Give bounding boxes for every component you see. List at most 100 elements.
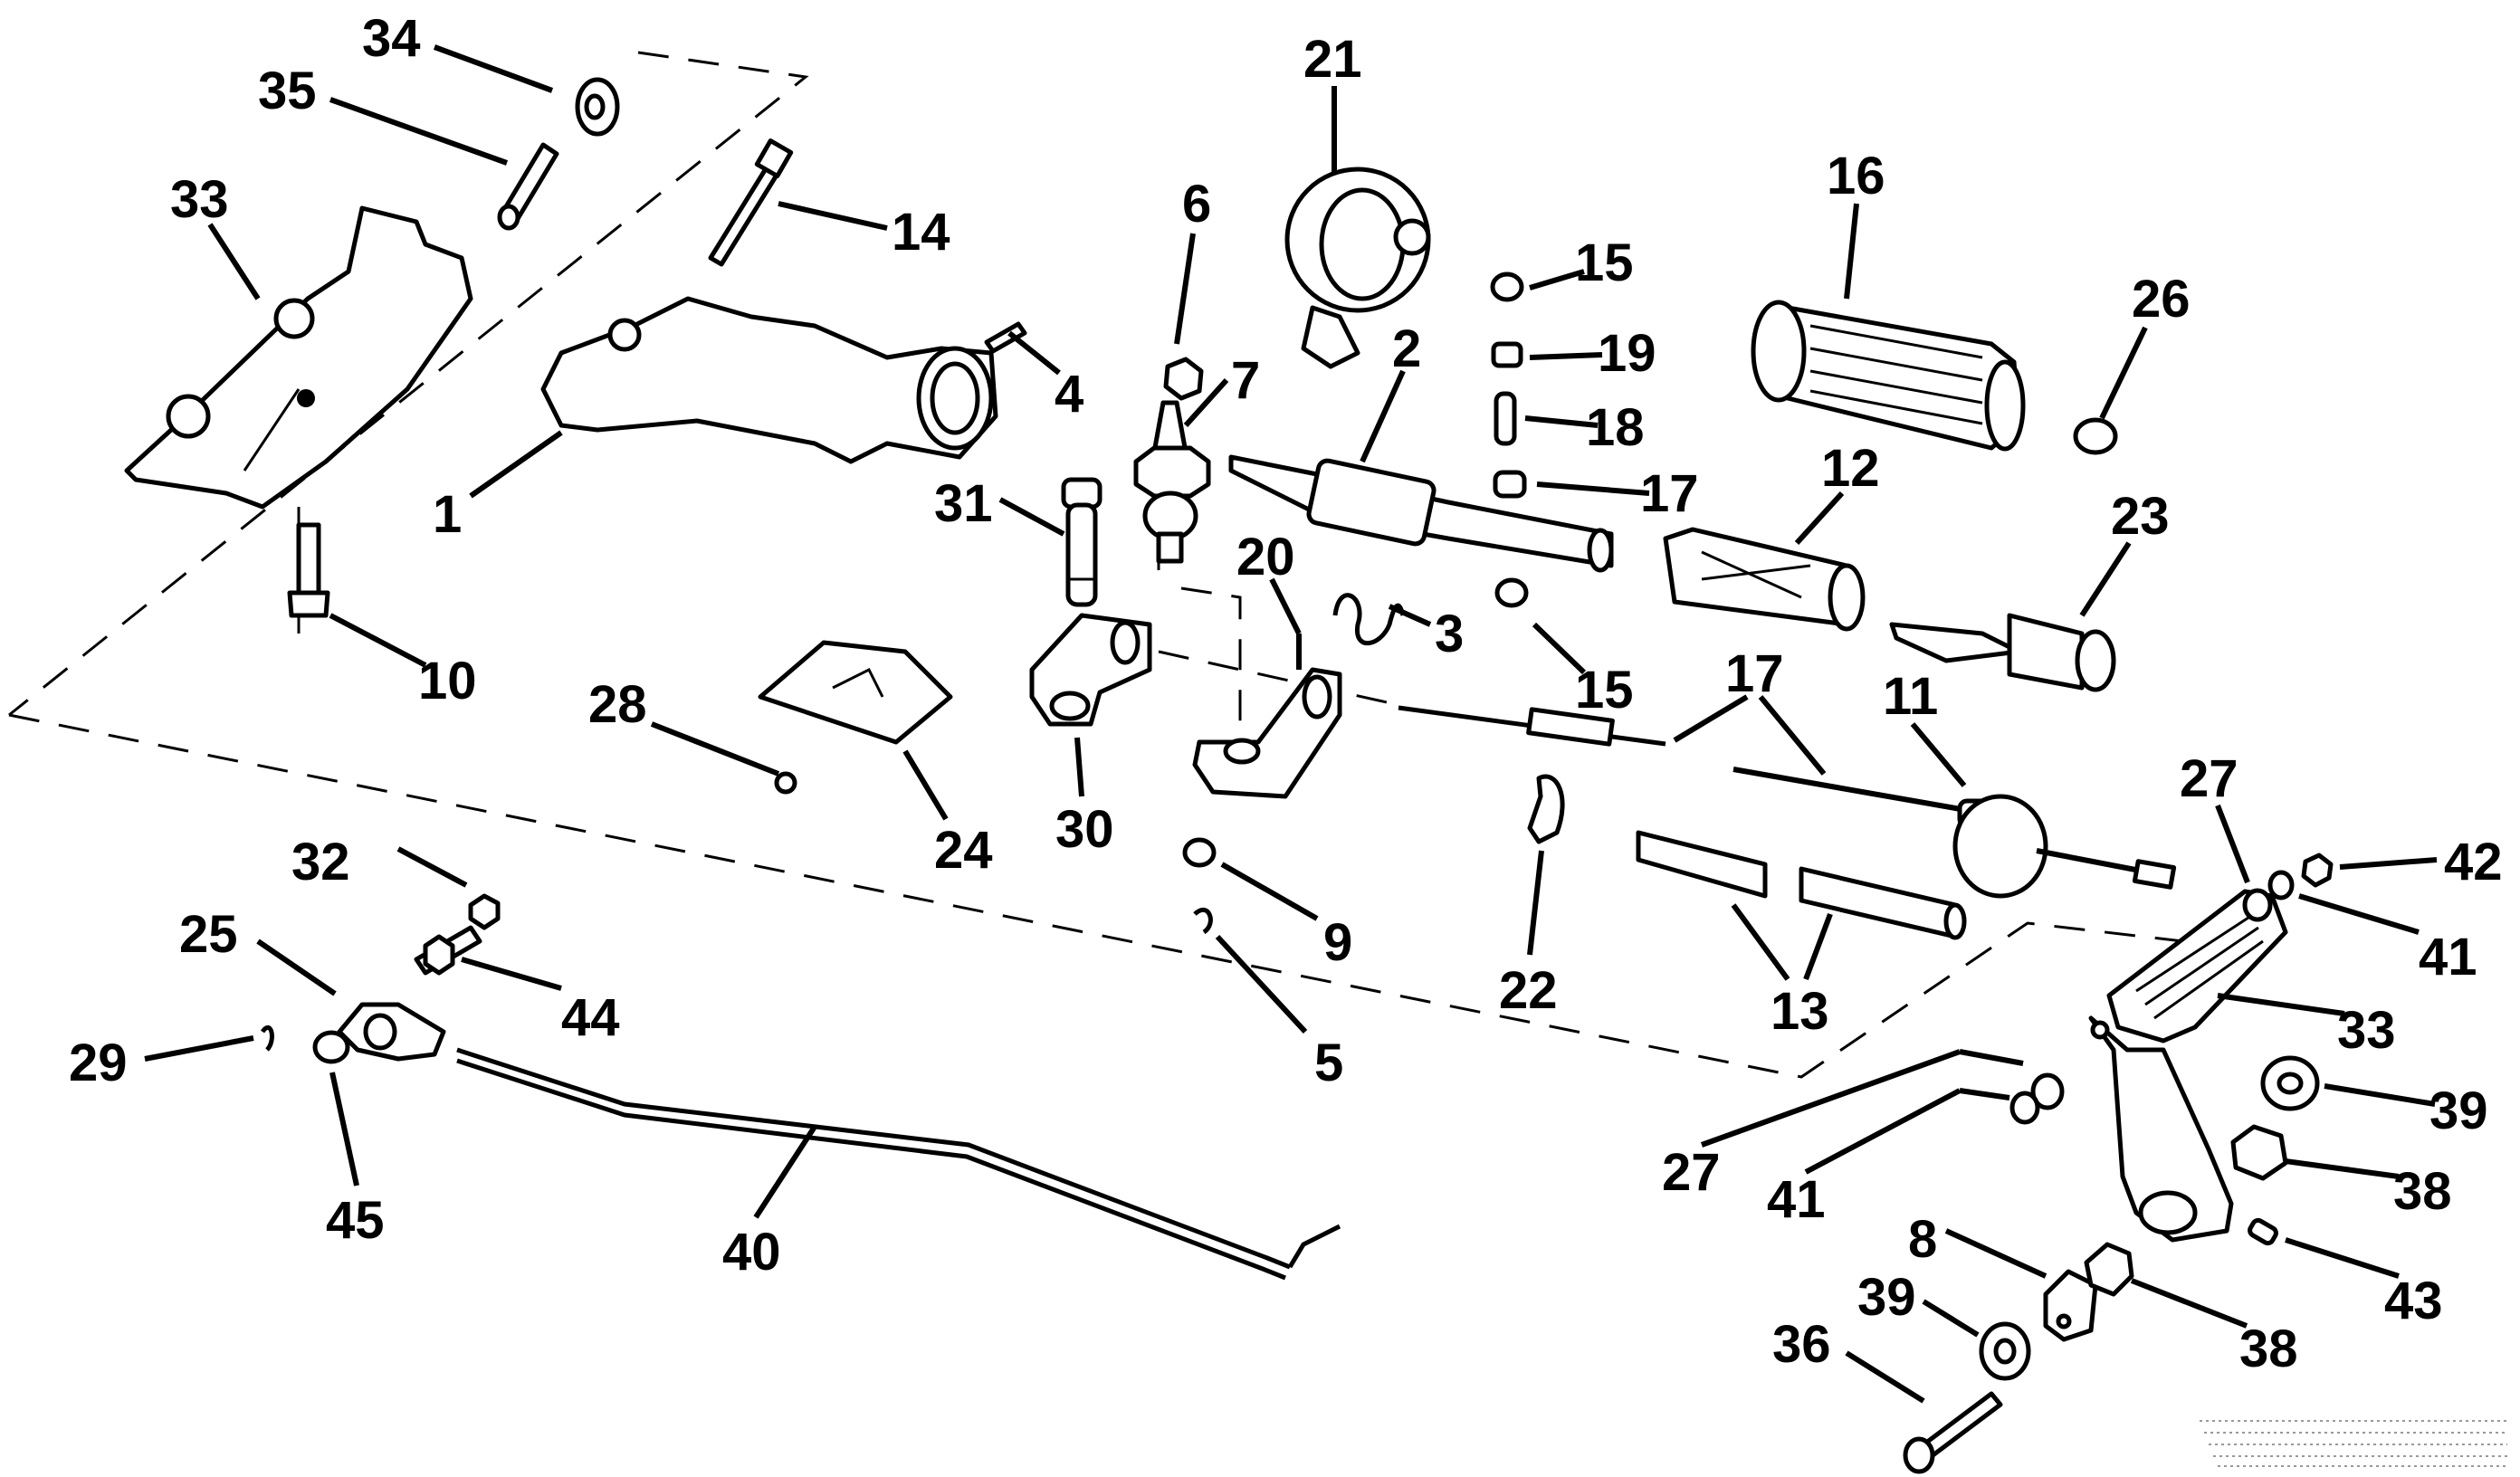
callout-2: 2: [1392, 319, 1421, 378]
part-1-tiller-housing: [540, 296, 998, 464]
callout-15-top: 15: [1575, 233, 1634, 292]
callout-41-top: 41: [2419, 928, 2477, 986]
part-24-plate: [758, 640, 953, 745]
part-21-friction-ring: [1284, 167, 1431, 369]
part-31-shoulder-screw: [1061, 477, 1102, 607]
part-29-clip: [260, 1024, 274, 1052]
callout-5: 5: [1314, 1034, 1343, 1092]
callout-38-top: 38: [2393, 1162, 2452, 1221]
part-2-throttle-shaft: [1228, 454, 1614, 573]
part-17-cable: [1398, 705, 1992, 817]
part-7-stud: [1133, 400, 1211, 564]
callout-11: 11: [1883, 667, 1938, 726]
part-35-pin: [497, 142, 559, 231]
callout-20: 20: [1236, 528, 1295, 586]
callout-43: 43: [2384, 1272, 2443, 1330]
part-39-washer-bottom: [1979, 1321, 2031, 1381]
callout-33-left: 33: [170, 170, 229, 229]
callout-34: 34: [362, 9, 421, 68]
callout-18: 18: [1586, 398, 1645, 457]
callout-1: 1: [433, 485, 462, 544]
part-33-tiller-bracket: [124, 205, 473, 510]
callout-39-bottom: 39: [1857, 1268, 1916, 1327]
part-41-washer-top: [2267, 870, 2295, 900]
part-15-bushing-bottom: [1494, 577, 1529, 608]
part-36-bolt: [1903, 1391, 2003, 1474]
part-41-washer-bottom: [2009, 1091, 2040, 1125]
callout-19: 19: [1598, 324, 1656, 383]
callout-4: 4: [1055, 365, 1083, 424]
callout-9: 9: [1323, 913, 1352, 972]
callout-15-bottom: 15: [1575, 661, 1634, 719]
part-17-insert: [1493, 470, 1527, 499]
part-14-screw: [708, 138, 794, 267]
part-26-cap: [2073, 417, 2118, 455]
part-23-knob: [1889, 613, 2116, 692]
part-34-washer: [575, 77, 620, 137]
part-38-nut-bottom: [2084, 1242, 2134, 1297]
part-39-washer-top: [2260, 1055, 2320, 1111]
part-32-nut: [468, 893, 501, 930]
part-38-nut-top: [2230, 1124, 2288, 1181]
part-40-shift-rod: [456, 1047, 1341, 1281]
callout-38-bottom: 38: [2239, 1320, 2298, 1378]
callout-26: 26: [2132, 270, 2191, 329]
callout-28: 28: [588, 675, 647, 734]
part-42-nut: [2301, 853, 2334, 888]
callout-42: 42: [2444, 833, 2503, 891]
callout-17-cable: 17: [1725, 644, 1784, 703]
callout-25: 25: [179, 905, 238, 964]
callout-33-right: 33: [2337, 1001, 2396, 1060]
part-45-washer: [312, 1030, 350, 1064]
callout-13: 13: [1771, 982, 1829, 1041]
callout-31: 31: [934, 474, 993, 533]
callout-39-top: 39: [2429, 1082, 2488, 1140]
callout-27-top: 27: [2180, 749, 2238, 808]
callout-17-top: 17: [1640, 464, 1699, 523]
part-25-rod-end: [337, 1002, 446, 1062]
callout-labels: 34 35 33 14 1 10 6 4 7 31 20 21 2 3 15 1…: [69, 9, 2503, 1378]
callout-44: 44: [561, 988, 620, 1047]
callout-14: 14: [892, 203, 950, 262]
callout-32: 32: [291, 833, 350, 891]
part-44-stud: [414, 925, 482, 976]
callout-6: 6: [1182, 175, 1211, 233]
part-19-insert: [1491, 341, 1523, 368]
callout-10: 10: [418, 652, 477, 710]
part-28-screw: [774, 771, 797, 795]
callout-30: 30: [1055, 800, 1114, 859]
callout-23: 23: [2111, 487, 2170, 546]
leader-lines: [144, 44, 2438, 1404]
part-12-throttle-cam: [1663, 527, 1866, 632]
part-13-sleeves: [1636, 830, 1967, 940]
part-5-clip: [1193, 907, 1213, 935]
part-22-clip: [1527, 774, 1565, 844]
part-15-bushing-top: [1490, 272, 1524, 302]
watermark-logo: [2200, 1420, 2507, 1467]
callout-21: 21: [1303, 30, 1362, 89]
callout-12: 12: [1821, 439, 1880, 498]
callout-3: 3: [1435, 605, 1464, 663]
part-8-spacer: [2043, 1269, 2098, 1342]
part-11-weight: [1952, 794, 2177, 899]
part-6-nut: [1163, 357, 1204, 401]
callout-35: 35: [258, 62, 317, 120]
part-3-spring-clip: [1332, 593, 1406, 646]
part-27-nut-top: [2242, 888, 2273, 922]
callout-29: 29: [69, 1034, 128, 1092]
part-43-fitting: [2248, 1217, 2278, 1246]
part-4-pin: [984, 321, 1027, 354]
callout-8: 8: [1908, 1210, 1937, 1269]
callout-24: 24: [934, 821, 993, 880]
part-20-bracket: [1192, 667, 1342, 799]
part-18-pin: [1494, 391, 1517, 446]
callout-41-bottom: 41: [1767, 1170, 1826, 1229]
part-33-shift-lever: [2088, 889, 2288, 1243]
callout-22: 22: [1499, 961, 1558, 1020]
part-9-washer: [1182, 837, 1217, 868]
part-30-clamp: [1029, 613, 1152, 727]
callout-7: 7: [1231, 351, 1260, 410]
callout-27-bottom: 27: [1662, 1143, 1721, 1202]
callout-45: 45: [326, 1191, 385, 1250]
